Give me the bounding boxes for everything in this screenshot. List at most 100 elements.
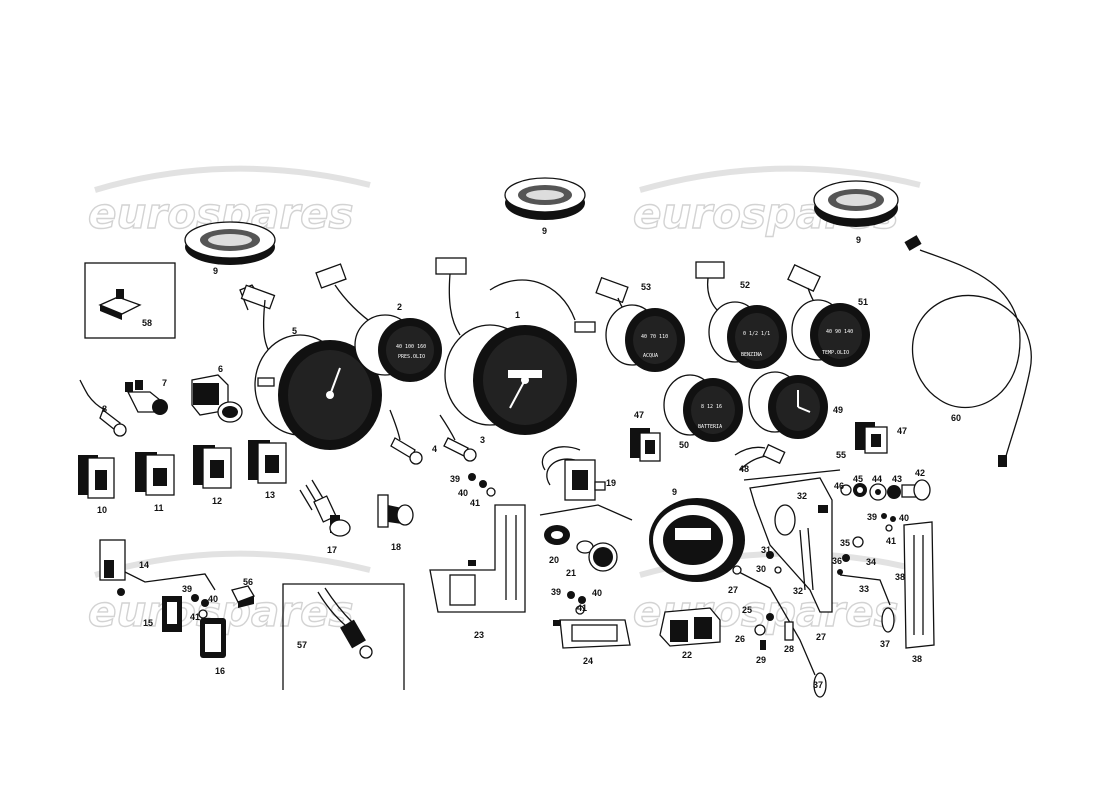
part-number: 32	[797, 491, 807, 501]
part-number: 14	[139, 560, 149, 570]
dial-scale: 40 90 140	[826, 329, 853, 335]
washer-set-39-41-top	[468, 473, 496, 497]
part-number: 60	[951, 413, 961, 423]
rocker-switch-10	[78, 455, 115, 499]
part-number: 10	[97, 505, 107, 515]
rocker-switch-12	[193, 445, 232, 489]
washer-set-39-41-middle	[567, 591, 586, 615]
part-number: 4	[432, 444, 437, 454]
washer-set-39-41-left	[191, 594, 209, 619]
part-number: 31	[761, 545, 771, 555]
bezel-left	[184, 221, 276, 265]
water-temp-gauge-53: 40 70 110 ACQUA	[595, 276, 685, 372]
lever-switch-57	[317, 587, 373, 659]
pivot-set-42-46	[840, 479, 931, 501]
part-number: 45	[853, 474, 863, 484]
part-number: 55	[836, 450, 846, 460]
sender-4	[389, 409, 423, 465]
fuel-gauge-52: 0 1/2 1/1 BENZINA	[695, 261, 787, 369]
part-number: 47	[897, 426, 907, 436]
oil-temp-gauge-51: 40 90 140 TEMP.OLIO	[787, 263, 870, 367]
part-number: 48	[739, 464, 749, 474]
part-number: 52	[740, 280, 750, 290]
bezel-top-middle	[504, 177, 586, 220]
dial-scale: 0 1/2 1/1	[743, 331, 770, 337]
battery-gauge-50: 8 12 16 BATTERIA	[663, 374, 743, 442]
part-number: 27	[728, 585, 738, 595]
knob-grommet-20	[544, 525, 570, 545]
part-number: 5	[292, 326, 297, 336]
ignition-switch-6	[191, 374, 243, 423]
part-number: 43	[892, 474, 902, 484]
part-number: 39	[450, 474, 460, 484]
part-number: 20	[549, 555, 559, 565]
dial-label: PRES.OLIO	[398, 354, 425, 360]
connector-48	[734, 443, 786, 471]
watermark-swoosh	[94, 165, 371, 193]
switch-inset-box-57	[282, 583, 405, 690]
part-number: 53	[641, 282, 651, 292]
part-number: 41	[577, 603, 587, 613]
part-number: 39	[551, 587, 561, 597]
part-number: 23	[474, 630, 484, 640]
link-arm-33	[837, 536, 895, 633]
part-number: 34	[866, 557, 876, 567]
part-number: 37	[880, 639, 890, 649]
part-number: 44	[872, 474, 882, 484]
part-number: 9	[542, 226, 547, 236]
washer-set	[754, 551, 794, 650]
toggle-switch-58	[98, 289, 142, 320]
mounting-bracket-23	[429, 504, 526, 613]
switch-inset-box	[84, 262, 176, 339]
part-number: 32	[793, 586, 803, 596]
plug-15	[162, 596, 182, 632]
dial-scale: 40 70 110	[641, 334, 668, 340]
part-number: 19	[606, 478, 616, 488]
part-number: 15	[143, 618, 153, 628]
rocker-switch-11	[135, 452, 175, 496]
part-number: 41	[886, 536, 896, 546]
part-number: 41	[470, 498, 480, 508]
part-number: 9	[672, 487, 677, 497]
part-number: 47	[634, 410, 644, 420]
warning-switch-47-left	[630, 428, 661, 462]
part-number: 22	[682, 650, 692, 660]
rocker-switch-13	[248, 440, 287, 484]
slotted-plate-38	[903, 521, 935, 649]
part-number: 51	[858, 297, 868, 307]
part-number: 11	[154, 503, 164, 513]
part-number: 25	[742, 605, 752, 615]
clock-49	[748, 371, 828, 439]
toggle-switch-17	[299, 479, 351, 537]
part-number: 28	[784, 644, 794, 654]
toggle-switch-18	[377, 494, 414, 528]
part-number: 37	[813, 680, 823, 690]
part-number: 58	[142, 318, 152, 328]
part-number: 7	[162, 378, 167, 388]
part-number: 9	[213, 266, 218, 276]
part-number: 29	[756, 655, 766, 665]
watermark-swoosh	[639, 165, 921, 193]
part-number: 8	[102, 404, 107, 414]
part-number: 9	[856, 235, 861, 245]
dial-scale: 8 12 16	[701, 404, 722, 410]
speedometer-1	[435, 257, 596, 435]
part-number: 24	[583, 656, 593, 666]
bezel-24	[553, 619, 631, 649]
bezel-frame-16	[200, 618, 226, 658]
part-number: 26	[735, 634, 745, 644]
sender-3	[439, 414, 477, 462]
knob-21	[576, 540, 618, 572]
part-number: 35	[840, 538, 850, 548]
part-number: 56	[243, 577, 253, 587]
warning-switch-47-right	[855, 422, 888, 454]
switch-block-22	[659, 607, 721, 647]
part-number: 39	[867, 512, 877, 522]
part-number: 30	[756, 564, 766, 574]
part-number: 17	[327, 545, 337, 555]
part-number: 41	[190, 612, 200, 622]
lever-switch-14	[99, 539, 216, 596]
part-number: 18	[391, 542, 401, 552]
